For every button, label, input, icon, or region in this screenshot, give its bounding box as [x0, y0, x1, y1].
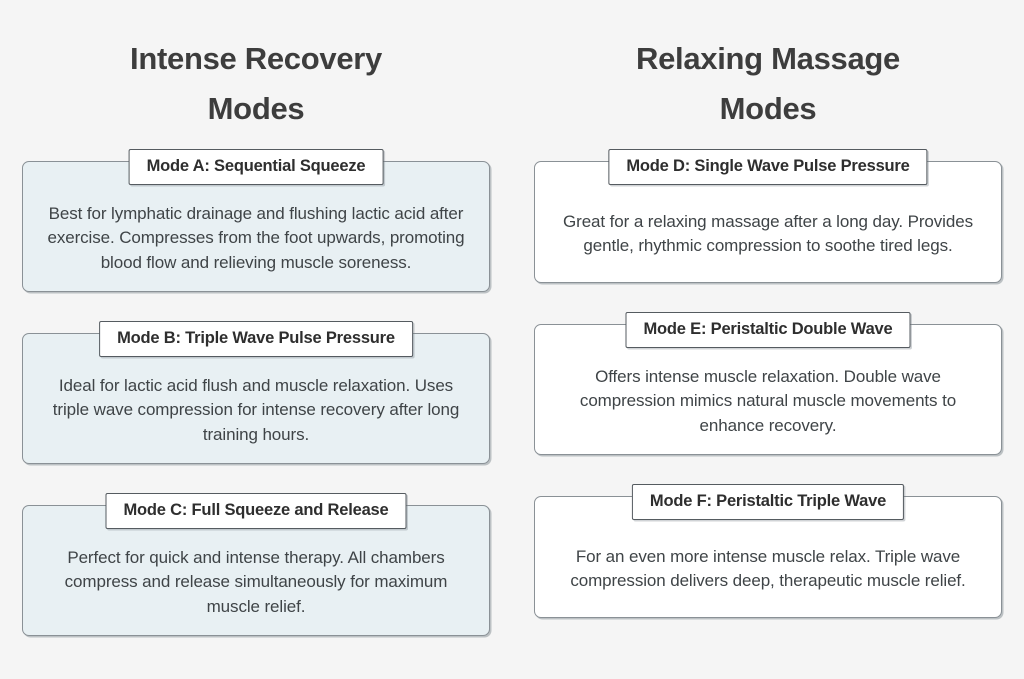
mode-card-f-description: For an even more intense muscle relax. T…: [570, 546, 966, 591]
mode-card-b-label: Mode B: Triple Wave Pulse Pressure: [99, 321, 413, 358]
mode-card-c[interactable]: Mode C: Full Squeeze and Release Perfect…: [22, 492, 490, 636]
mode-card-a-label: Mode A: Sequential Squeeze: [128, 149, 384, 186]
mode-card-d-description: Great for a relaxing massage after a lon…: [563, 211, 973, 256]
mode-card-e[interactable]: Mode E: Peristaltic Double Wave Offers i…: [534, 312, 1002, 456]
mode-card-e-label: Mode E: Peristaltic Double Wave: [625, 312, 911, 349]
mode-card-f[interactable]: Mode F: Peristaltic Triple Wave For an e…: [534, 484, 1002, 619]
column-title-relaxing-massage: Relaxing Massage Modes: [636, 41, 900, 126]
column-intense-recovery: Intense Recovery Modes Mode A: Sequentia…: [0, 41, 512, 636]
mode-card-f-body: For an even more intense muscle relax. T…: [534, 496, 1002, 619]
card-list-relaxing-massage: Mode D: Single Wave Pulse Pressure Great…: [512, 149, 1024, 619]
mode-card-c-label: Mode C: Full Squeeze and Release: [105, 492, 407, 529]
mode-card-a-description: Best for lymphatic drainage and flushing…: [47, 204, 465, 272]
mode-card-b-description: Ideal for lactic acid flush and muscle r…: [52, 376, 460, 444]
column-relaxing-massage: Relaxing Massage Modes Mode D: Single Wa…: [512, 0, 1024, 679]
mode-card-a[interactable]: Mode A: Sequential Squeeze Best for lymp…: [22, 149, 490, 293]
mode-card-d-label: Mode D: Single Wave Pulse Pressure: [608, 149, 928, 186]
mode-card-b[interactable]: Mode B: Triple Wave Pulse Pressure Ideal…: [22, 321, 490, 464]
column-title-intense-recovery: Intense Recovery Modes: [130, 41, 382, 126]
mode-card-c-description: Perfect for quick and intense therapy. A…: [64, 547, 448, 616]
mode-card-e-description: Offers intense muscle relaxation. Double…: [579, 367, 957, 435]
card-list-intense-recovery: Mode A: Sequential Squeeze Best for lymp…: [0, 149, 512, 636]
mode-card-d[interactable]: Mode D: Single Wave Pulse Pressure Great…: [534, 149, 1002, 284]
mode-card-f-label: Mode F: Peristaltic Triple Wave: [631, 484, 905, 521]
